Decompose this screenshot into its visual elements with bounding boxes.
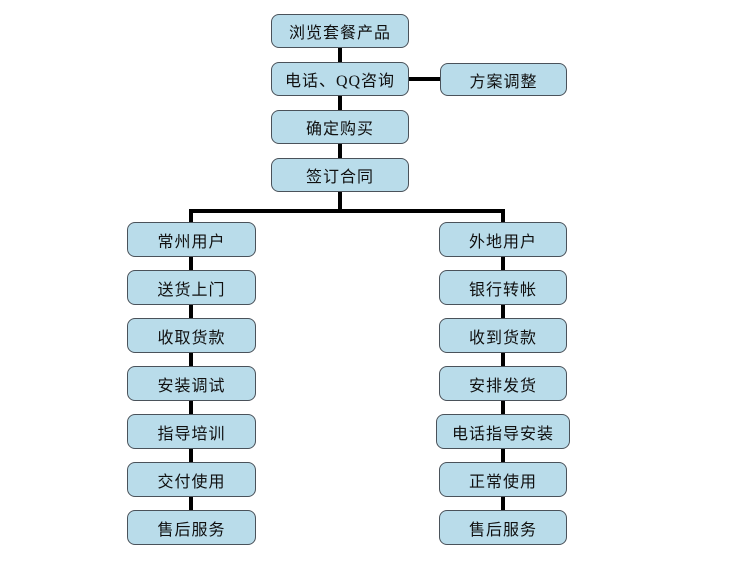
flow-node-payment-received: 收到货款 <box>439 318 567 353</box>
flow-node-sign-contract: 签订合同 <box>271 158 409 192</box>
connector-left-1 <box>189 257 193 270</box>
flow-node-plan-adjustment: 方案调整 <box>440 63 567 96</box>
connector-right-1 <box>501 257 505 270</box>
flow-node-phone-guided-install: 电话指导安装 <box>436 414 570 449</box>
connector-side <box>409 77 440 81</box>
flow-node-browse-products: 浏览套餐产品 <box>271 14 409 48</box>
connector-left-4 <box>189 401 193 414</box>
flow-node-aftersales-right: 售后服务 <box>439 510 567 545</box>
flow-node-normal-use: 正常使用 <box>439 462 567 497</box>
connector-main-4 <box>338 192 342 209</box>
connector-branch-bar <box>189 209 505 213</box>
connector-left-5 <box>189 449 193 462</box>
connector-right-5 <box>501 449 505 462</box>
flow-node-bank-transfer: 银行转帐 <box>439 270 567 305</box>
connector-right-4 <box>501 401 505 414</box>
flow-node-home-delivery: 送货上门 <box>127 270 256 305</box>
connector-left-2 <box>189 305 193 318</box>
connector-branch-left-stub <box>189 209 193 222</box>
flow-node-phone-qq-consult: 电话、QQ咨询 <box>271 62 409 96</box>
flow-node-changzhou-user: 常州用户 <box>127 222 256 257</box>
connector-left-6 <box>189 497 193 510</box>
flow-node-guidance-training: 指导培训 <box>127 414 256 449</box>
connector-right-3 <box>501 353 505 366</box>
connector-branch-right-stub <box>501 209 505 222</box>
flow-node-aftersales-left: 售后服务 <box>127 510 256 545</box>
flow-node-delivery-for-use: 交付使用 <box>127 462 256 497</box>
connector-left-3 <box>189 353 193 366</box>
connector-right-6 <box>501 497 505 510</box>
flow-node-collect-payment: 收取货款 <box>127 318 256 353</box>
flow-node-install-debug: 安装调试 <box>127 366 256 401</box>
flow-node-outoftown-user: 外地用户 <box>439 222 567 257</box>
connector-main-1 <box>338 48 342 62</box>
flow-node-confirm-purchase: 确定购买 <box>271 110 409 144</box>
connector-main-3 <box>338 144 342 158</box>
connector-right-2 <box>501 305 505 318</box>
flow-node-arrange-shipment: 安排发货 <box>439 366 567 401</box>
connector-main-2 <box>338 96 342 110</box>
